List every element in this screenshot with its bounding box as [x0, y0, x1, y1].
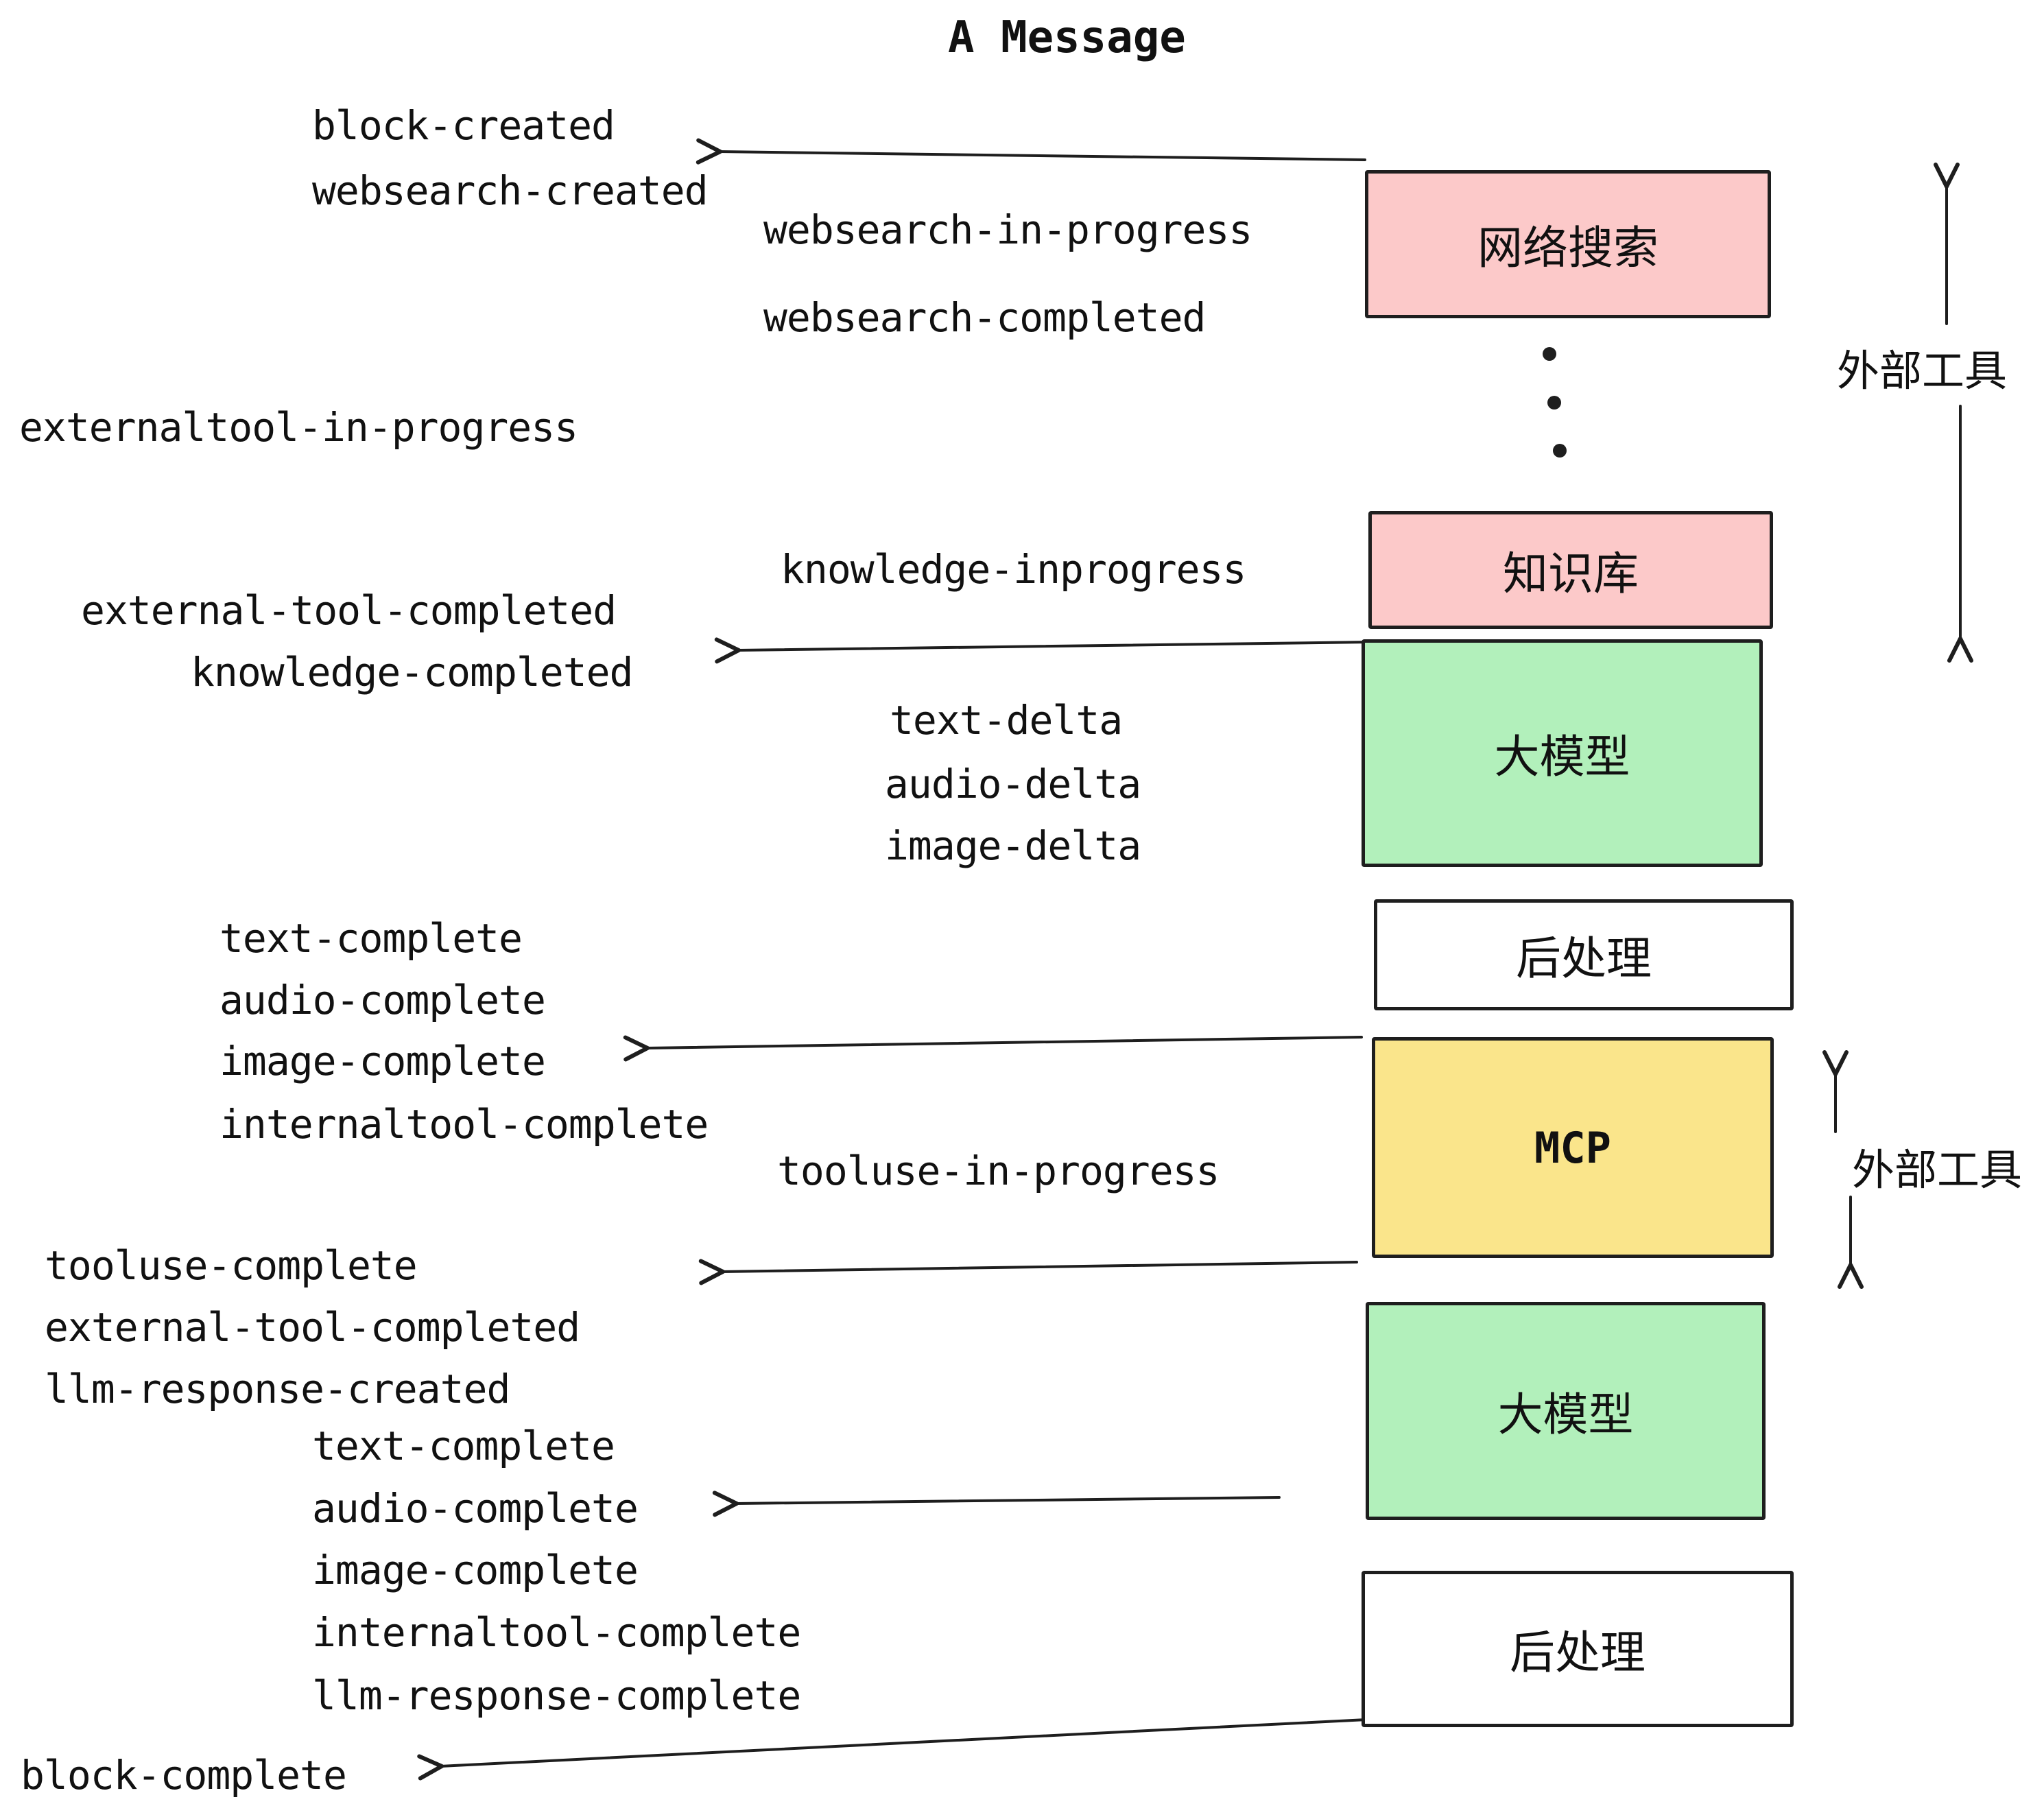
event-label-image-delta: image-delta — [885, 822, 1141, 869]
diagram-title: A Message — [948, 12, 1186, 63]
box-postprocess-2-label: 后处理 — [1510, 1626, 1645, 1679]
event-label-knowledge-completed: knowledge-completed — [191, 649, 633, 696]
box-postprocess-2: 后处理 — [1362, 1571, 1794, 1727]
event-label-external-tool-completed-2: external-tool-completed — [45, 1304, 580, 1351]
box-mcp: MCP — [1372, 1037, 1774, 1258]
ellipsis-dot — [1543, 347, 1556, 361]
event-label-externaltool-in-progress: externaltool-in-progress — [19, 404, 578, 451]
event-label-tooluse-in-progress: tooluse-in-progress — [777, 1148, 1220, 1194]
event-label-audio-delta: audio-delta — [885, 761, 1141, 807]
event-label-knowledge-inprogress: knowledge-inprogress — [781, 546, 1246, 593]
event-label-image-complete: image-complete — [219, 1038, 546, 1084]
box-llm-1: 大模型 — [1362, 639, 1763, 867]
box-llm-2-label: 大模型 — [1497, 1388, 1634, 1441]
arrow-block-complete — [417, 1718, 1368, 1781]
box-knowledge-base-label: 知识库 — [1503, 547, 1639, 600]
external-tools-range-label-2: 外部工具 — [1852, 1145, 2023, 1195]
event-label-websearch-in-progress: websearch-in-progress — [763, 206, 1252, 253]
event-label-websearch-created: websearch-created — [312, 167, 709, 214]
ellipsis-dot — [1547, 396, 1561, 410]
event-label-image-complete-2: image-complete — [312, 1547, 639, 1593]
arrow-knowledge-completed — [714, 637, 1372, 664]
event-label-text-complete-2: text-complete — [312, 1423, 615, 1469]
event-label-internaltool-complete: internaltool-complete — [219, 1101, 709, 1148]
arrow-image-complete — [623, 1035, 1363, 1062]
box-knowledge-base: 知识库 — [1368, 511, 1773, 629]
box-postprocess-1: 后处理 — [1374, 899, 1794, 1010]
event-label-llm-response-complete: llm-response-complete — [312, 1672, 801, 1719]
box-llm-2: 大模型 — [1366, 1302, 1766, 1520]
arrow-block-created — [696, 138, 1366, 165]
ellipsis-dot — [1553, 444, 1567, 458]
event-label-external-tool-completed: external-tool-completed — [81, 587, 617, 634]
box-mcp-label: MCP — [1534, 1122, 1611, 1173]
external-tools-range-label-1: 外部工具 — [1837, 346, 2008, 396]
event-label-internaltool-complete-2: internaltool-complete — [312, 1609, 801, 1656]
event-label-block-created: block-created — [312, 102, 615, 149]
event-label-llm-response-created: llm-response-created — [45, 1366, 510, 1412]
box-llm-1-label: 大模型 — [1494, 731, 1630, 783]
arrow-audio-complete — [712, 1491, 1281, 1517]
box-postprocess-1-label: 后处理 — [1516, 932, 1652, 985]
event-label-text-delta: text-delta — [890, 697, 1123, 744]
box-web-search-label: 网络搜索 — [1477, 222, 1659, 274]
event-label-websearch-completed: websearch-completed — [763, 294, 1206, 341]
event-label-audio-complete-2: audio-complete — [312, 1485, 639, 1532]
arrow-tooluse-complete — [698, 1259, 1358, 1285]
event-label-audio-complete: audio-complete — [219, 977, 546, 1023]
box-web-search: 网络搜索 — [1365, 170, 1771, 318]
event-label-tooluse-complete: tooluse-complete — [45, 1242, 418, 1289]
event-label-text-complete: text-complete — [219, 915, 523, 962]
event-label-block-complete: block-complete — [21, 1752, 347, 1799]
